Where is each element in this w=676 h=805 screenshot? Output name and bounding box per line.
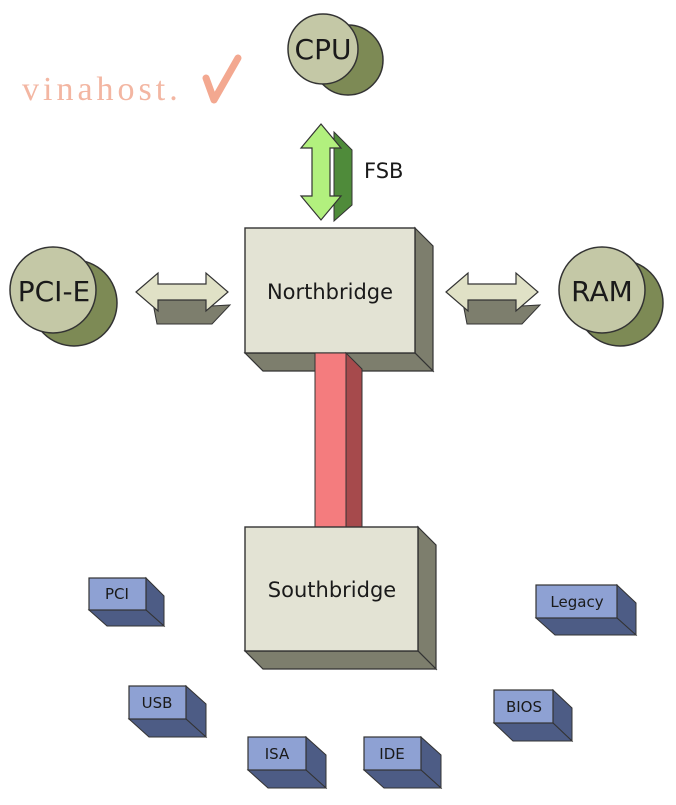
ram-circle <box>558 246 646 334</box>
fsb-arrow: FSB <box>299 123 403 223</box>
usb-label: USB <box>142 694 173 712</box>
bios-label: BIOS <box>506 698 542 716</box>
northbridge-label: Northbridge <box>267 280 393 304</box>
bios-block-face <box>493 689 554 724</box>
watermark-text: vinahost. <box>22 71 182 108</box>
pci-block-face <box>88 577 147 611</box>
southbridge-chip: Southbridge <box>243 525 438 671</box>
pcie-arrow-side <box>151 297 232 325</box>
cpu-circle <box>287 13 359 85</box>
northbridge-face <box>244 227 416 354</box>
peripheral-legacy: Legacy <box>534 583 638 637</box>
fsb-arrow-face <box>299 123 343 221</box>
southbridge-side <box>417 525 437 671</box>
fsb-label: FSB <box>364 159 403 183</box>
pcie-link-arrow <box>135 271 232 325</box>
vinahost-logo: vinahost. <box>22 54 242 108</box>
isa-label: ISA <box>265 745 290 763</box>
peripheral-usb: USB <box>127 684 208 739</box>
usb-block-face <box>128 685 187 720</box>
northbridge-side <box>414 226 434 373</box>
ram-label: RAM <box>571 275 633 308</box>
peripheral-isa: ISA <box>246 735 328 790</box>
southbridge-face <box>244 526 419 652</box>
internal-bus <box>314 351 363 528</box>
peripheral-ide: IDE <box>362 735 443 790</box>
checkmark-icon <box>202 54 242 104</box>
isa-block-face <box>247 736 307 771</box>
pcie-node: PCI-E <box>9 246 118 347</box>
pcie-arrow-face <box>135 271 229 313</box>
ram-link-arrow <box>445 271 542 325</box>
northbridge-chip: Northbridge <box>243 226 435 373</box>
legacy-block-face <box>535 584 618 619</box>
cpu-label: CPU <box>295 33 352 66</box>
ram-arrow-face <box>445 271 539 313</box>
southbridge-label: Southbridge <box>268 578 396 602</box>
legacy-label: Legacy <box>550 593 603 611</box>
ram-arrow-side <box>461 297 542 325</box>
pci-label: PCI <box>105 585 129 603</box>
peripheral-bios: BIOS <box>492 688 574 743</box>
ram-node: RAM <box>558 246 664 347</box>
southbridge-bottom <box>243 650 438 670</box>
ide-block-face <box>363 736 422 771</box>
cpu-node: CPU <box>287 13 384 96</box>
bus-face <box>314 352 347 528</box>
ide-label: IDE <box>379 745 404 763</box>
bus-side <box>345 351 363 528</box>
pcie-circle <box>9 246 97 334</box>
pcie-label: PCI-E <box>18 275 91 308</box>
peripheral-pci: PCI <box>87 576 166 628</box>
